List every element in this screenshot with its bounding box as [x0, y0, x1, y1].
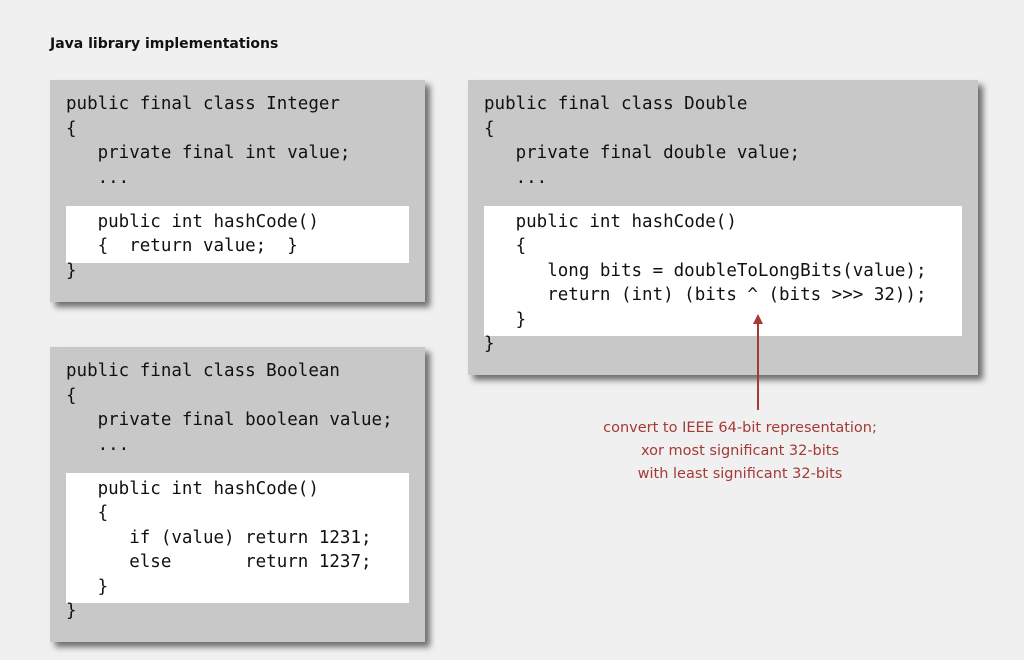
code-line: private final int value;	[66, 143, 351, 163]
code-line: {	[484, 118, 495, 139]
code-line: return (int) (bits ^ (bits >>> 32));	[484, 285, 927, 305]
integer-code-box: public final class Integer { private fin…	[50, 80, 425, 302]
code-line: }	[484, 334, 495, 354]
code-line: public final class Double	[484, 94, 748, 114]
page-title: Java library implementations	[50, 36, 279, 52]
code-line: {	[66, 503, 109, 523]
caption-line: with least significant 32-bits	[637, 466, 843, 482]
hashcode-highlight: public int hashCode() { if (value) retur…	[66, 472, 409, 603]
code-line: public int hashCode()	[66, 478, 319, 499]
double-code-box: public final class Double { private fina…	[468, 80, 978, 375]
code-line: public int hashCode()	[484, 211, 737, 232]
caption-line: convert to IEEE 64-bit representation;	[603, 420, 877, 436]
code-line: private final double value;	[484, 143, 801, 163]
code-line: public final class Boolean	[66, 361, 340, 381]
code-line: }	[66, 260, 77, 281]
code-line: long bits = doubleToLongBits(value);	[484, 260, 927, 281]
code-line: public final class Integer	[66, 94, 340, 114]
annotation-caption: convert to IEEE 64-bit representation; x…	[540, 417, 940, 486]
code-line: {	[66, 385, 77, 406]
boolean-code-box: public final class Boolean { private fin…	[50, 347, 425, 642]
code-line: {	[66, 118, 77, 139]
code-line: ...	[66, 434, 130, 455]
code-line: ...	[484, 167, 548, 188]
code-line: { return value; }	[66, 236, 298, 256]
hashcode-highlight: public int hashCode() { long bits = doub…	[484, 205, 962, 336]
annotation-arrow-icon	[753, 314, 763, 410]
code-line: }	[484, 309, 527, 330]
hashcode-highlight: public int hashCode() { return value; }	[66, 205, 409, 263]
code-line: {	[484, 236, 527, 256]
code-line: }	[66, 576, 109, 597]
code-line: private final boolean value;	[66, 410, 393, 430]
code-line: else return 1237;	[66, 552, 372, 572]
code-line: ...	[66, 167, 130, 188]
code-line: public int hashCode()	[66, 211, 319, 232]
code-line: }	[66, 601, 77, 621]
code-line: if (value) return 1231;	[66, 527, 372, 548]
caption-line: xor most significant 32-bits	[640, 443, 840, 459]
